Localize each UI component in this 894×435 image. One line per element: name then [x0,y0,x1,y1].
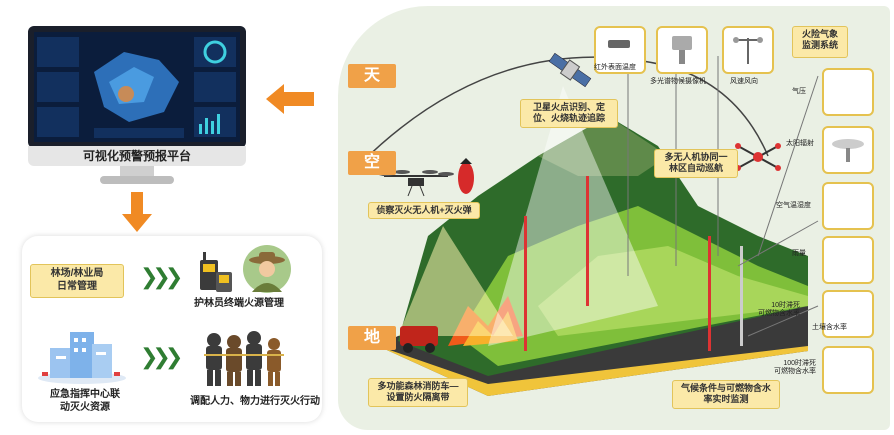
fire-truck-label: 多功能森林消防车— 设置防火隔离带 [368,378,468,407]
multi-drone-label: 多无人机协同一 林区自动巡航 [654,149,738,178]
forest-scene [357,56,819,396]
radiation-sensor [822,126,874,174]
camera-sensor [656,26,708,74]
firefighters-icon [204,331,284,386]
dispatch-label: 调配人力、物力进行灭火行动 [190,396,320,407]
fuel-moisture-label-1: 10时滞死 可燃物含水率 [758,302,800,318]
humidity-label: 空气温湿度 [776,202,811,209]
radio-terminal-icon [200,252,232,292]
platform-caption: 可视化预警预报平台 [82,149,191,163]
arrow-left-icon [266,84,314,114]
ground-monitor-label: 气候条件与可燃物含水 率实时监测 [672,380,780,409]
anemometer-icon [733,37,763,64]
forest-bureau-box: 林场/林业局 日常管理 [30,264,124,298]
layer-air-label: 空 [348,151,396,175]
fuel-moisture-sensor-2 [822,346,874,394]
patrol-drone-icon [735,143,781,171]
wind-label: 风速风向 [730,78,758,85]
monitor-bezel: 可视化预警预报平台 [28,146,246,166]
arrow-down-icon [122,192,152,232]
satellite-icon [548,52,592,88]
scene-panel: 天 空 地 卫星火点识别、定 位、火烧轨迹追踪 侦察灭火无人机+灭火弹 多无人机… [338,6,890,430]
fuel-moisture-sensor-1 [822,290,874,338]
monitor-base [100,176,174,184]
monitor-screen [28,26,246,148]
command-center-buildings-icon [38,332,126,384]
monitor-stand [120,166,154,176]
radiation-label: 太阳辐射 [786,140,814,147]
chevron-right-icon: ❯❯❯ [140,264,183,289]
rainfall-label: 雨量 [792,250,806,257]
pressure-sensor [822,68,874,116]
camera-label: 多光谱物候摄像机 [650,78,706,85]
dashboard-visual [34,32,240,142]
satellite-label: 卫星火点识别、定 位、火烧轨迹追踪 [520,99,618,128]
infrared-sensor [594,26,646,74]
soil-moisture-label: 土壤含水率 [812,324,847,331]
radiation-sensor-icon [832,139,864,162]
layer-sky-label: 天 [348,64,396,88]
rain-sensor [822,236,874,284]
monitor: 可视化预警预报平台 [28,26,246,188]
recon-drone-icon [378,170,454,197]
ranger-label: 护林员终端火源管理 [194,298,284,309]
humidity-sensor [822,182,874,230]
wind-sensor [722,26,774,74]
infrared-sensor-icon [608,40,630,48]
pressure-label: 气压 [792,88,806,95]
drone-firefight-label: 侦察灭火无人机+灭火弹 [368,202,480,220]
ranger-avatar-icon [243,245,291,293]
layer-ground-label: 地 [348,326,396,350]
command-label: 应急指挥中心联 动灭火资源 [50,389,120,413]
fuel-moisture-label-2: 100时滞死 可燃物含水率 [774,360,816,376]
chevron-right-icon: ❯❯❯ [140,344,183,369]
infrared-label: 红外表面温度 [594,64,636,71]
management-panel: 林场/林业局 日常管理 ❯❯❯ 护林员终端火源管理 ❯❯❯ 应急指挥中心联 动灭… [22,236,322,422]
fire-bomb-icon [458,158,474,194]
weather-system-label: 火险气象 监测系统 [792,26,848,58]
camera-icon [672,36,692,64]
